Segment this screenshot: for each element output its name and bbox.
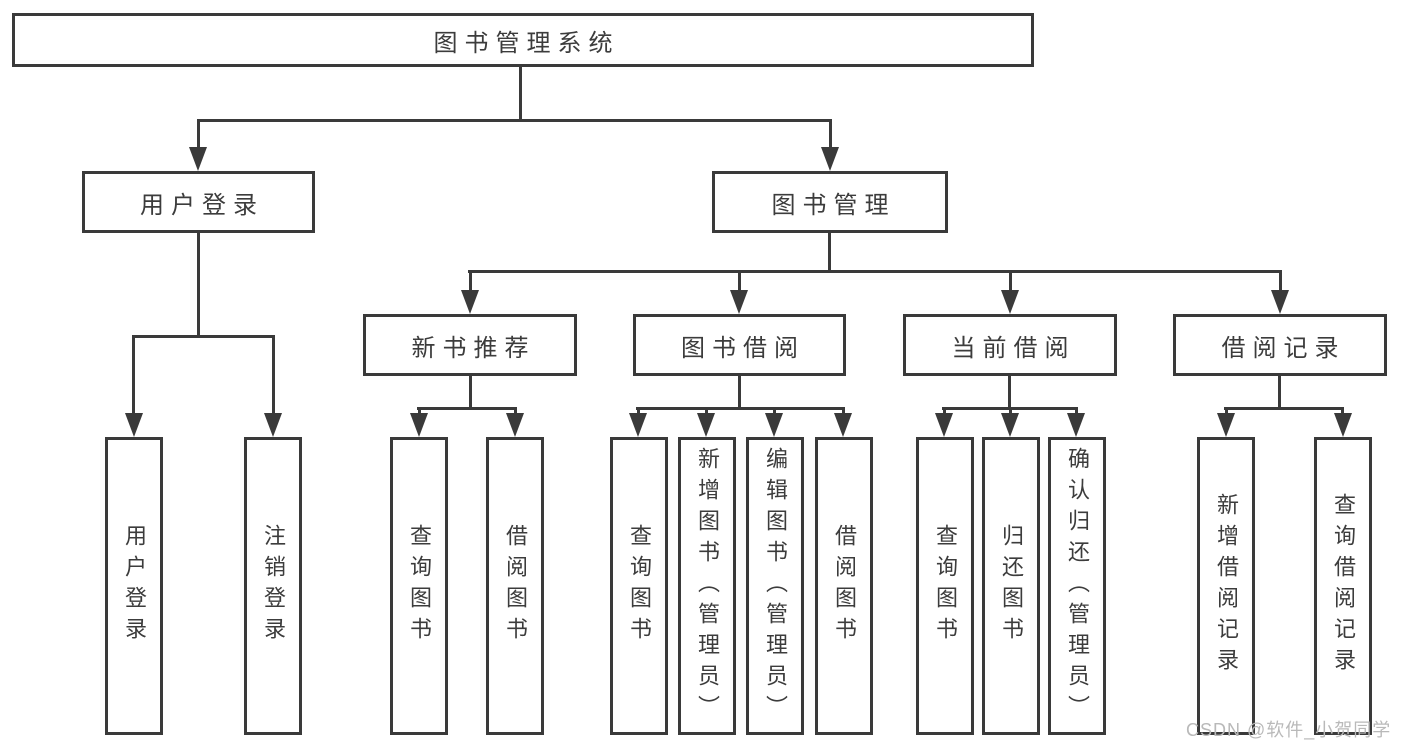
connector-borrow-stem (738, 376, 741, 409)
connector-recommend-stem (469, 376, 472, 409)
connector-login-drop-left (132, 335, 135, 417)
arrow-down-icon (730, 290, 748, 314)
leaf-current-query-books: 查询图书 (916, 437, 974, 735)
leaf-add-books-admin-label: 新增图书（管理员） (695, 446, 720, 726)
node-root-label: 图书管理系统 (433, 29, 620, 57)
node-book-management: 图书管理 (712, 171, 948, 233)
connector-mgmt-drop-1 (469, 270, 472, 296)
arrow-down-icon (697, 413, 715, 437)
connector-current-drop-1 (943, 407, 946, 417)
leaf-recommend-query-books: 查询图书 (390, 437, 448, 735)
leaf-recommend-borrow-books-label: 借阅图书 (503, 524, 528, 648)
connector-recommend-drop-2 (514, 407, 517, 417)
connector-records-drop-1 (1225, 407, 1228, 417)
leaf-logout: 注销登录 (244, 437, 302, 735)
arrow-down-icon (189, 147, 207, 171)
arrow-down-icon (125, 413, 143, 437)
connector-root-drop-left (197, 119, 200, 152)
leaf-recommend-borrow-books: 借阅图书 (486, 437, 544, 735)
leaf-add-borrow-record-label: 新增借阅记录 (1214, 493, 1239, 679)
arrow-down-icon (1001, 413, 1019, 437)
node-borrow-records-label: 借阅记录 (1221, 334, 1346, 362)
connector-root-drop-right (829, 119, 832, 152)
node-current-borrow-label: 当前借阅 (951, 334, 1076, 362)
leaf-current-query-books-label: 查询图书 (933, 524, 958, 648)
arrow-down-icon (1067, 413, 1085, 437)
connector-recommend-drop-1 (418, 407, 421, 417)
arrow-down-icon (834, 413, 852, 437)
arrow-down-icon (461, 290, 479, 314)
connector-current-drop-3 (1075, 407, 1078, 417)
node-user-login: 用户登录 (82, 171, 315, 233)
connector-mgmt-drop-2 (738, 270, 741, 296)
leaf-borrow-query-books: 查询图书 (610, 437, 668, 735)
leaf-logout-label: 注销登录 (261, 524, 286, 648)
connector-login-hbar (132, 335, 275, 338)
leaf-borrow-books-label: 借阅图书 (832, 524, 857, 648)
node-user-login-label: 用户登录 (140, 191, 264, 219)
connector-mgmt-drop-4 (1279, 270, 1282, 296)
connector-records-stem (1278, 376, 1281, 409)
connector-borrow-hbar (636, 407, 845, 410)
arrow-down-icon (821, 147, 839, 171)
connector-login-stem (197, 233, 200, 337)
arrow-down-icon (935, 413, 953, 437)
connector-borrow-drop-3 (773, 407, 776, 417)
connector-records-drop-2 (1341, 407, 1344, 417)
csdn-watermark: CSDN @软件_小贺同学 (1186, 720, 1392, 740)
leaf-borrow-query-books-label: 查询图书 (627, 524, 652, 648)
arrow-down-icon (1334, 413, 1352, 437)
leaf-return-books: 归还图书 (982, 437, 1040, 735)
leaf-confirm-return-admin: 确认归还（管理员） (1048, 437, 1106, 735)
leaf-add-borrow-record: 新增借阅记录 (1197, 437, 1255, 735)
node-new-book-recommend-label: 新书推荐 (411, 334, 536, 362)
node-borrow-records: 借阅记录 (1173, 314, 1387, 376)
connector-login-drop-right (272, 335, 275, 417)
leaf-user-login-label: 用户登录 (122, 524, 147, 648)
node-new-book-recommend: 新书推荐 (363, 314, 577, 376)
connector-current-stem (1008, 376, 1011, 409)
connector-root-hbar (197, 119, 832, 122)
node-current-borrow: 当前借阅 (903, 314, 1117, 376)
leaf-recommend-query-books-label: 查询图书 (407, 524, 432, 648)
arrow-down-icon (1001, 290, 1019, 314)
leaf-edit-books-admin-label: 编辑图书（管理员） (763, 446, 788, 726)
connector-mgmt-hbar (468, 270, 1282, 273)
leaf-user-login: 用户登录 (105, 437, 163, 735)
connector-borrow-drop-4 (842, 407, 845, 417)
connector-mgmt-drop-3 (1009, 270, 1012, 296)
leaf-edit-books-admin: 编辑图书（管理员） (746, 437, 804, 735)
arrow-down-icon (1271, 290, 1289, 314)
connector-recommend-hbar (417, 407, 517, 410)
leaf-borrow-books: 借阅图书 (815, 437, 873, 735)
connector-mgmt-stem (828, 233, 831, 272)
connector-borrow-drop-1 (637, 407, 640, 417)
arrow-down-icon (765, 413, 783, 437)
arrow-down-icon (506, 413, 524, 437)
arrow-down-icon (629, 413, 647, 437)
leaf-return-books-label: 归还图书 (999, 524, 1024, 648)
arrow-down-icon (1217, 413, 1235, 437)
connector-records-hbar (1224, 407, 1344, 410)
leaf-query-borrow-record-label: 查询借阅记录 (1331, 493, 1356, 679)
leaf-query-borrow-record: 查询借阅记录 (1314, 437, 1372, 735)
node-book-borrow-label: 图书借阅 (681, 334, 805, 362)
arrow-down-icon (264, 413, 282, 437)
leaf-confirm-return-admin-label: 确认归还（管理员） (1065, 446, 1090, 726)
node-book-management-label: 图书管理 (771, 191, 896, 219)
connector-borrow-drop-2 (705, 407, 708, 417)
connector-root-stem (519, 67, 522, 121)
node-root: 图书管理系统 (12, 13, 1034, 67)
node-book-borrow: 图书借阅 (633, 314, 846, 376)
arrow-down-icon (410, 413, 428, 437)
leaf-add-books-admin: 新增图书（管理员） (678, 437, 736, 735)
connector-current-drop-2 (1009, 407, 1012, 417)
